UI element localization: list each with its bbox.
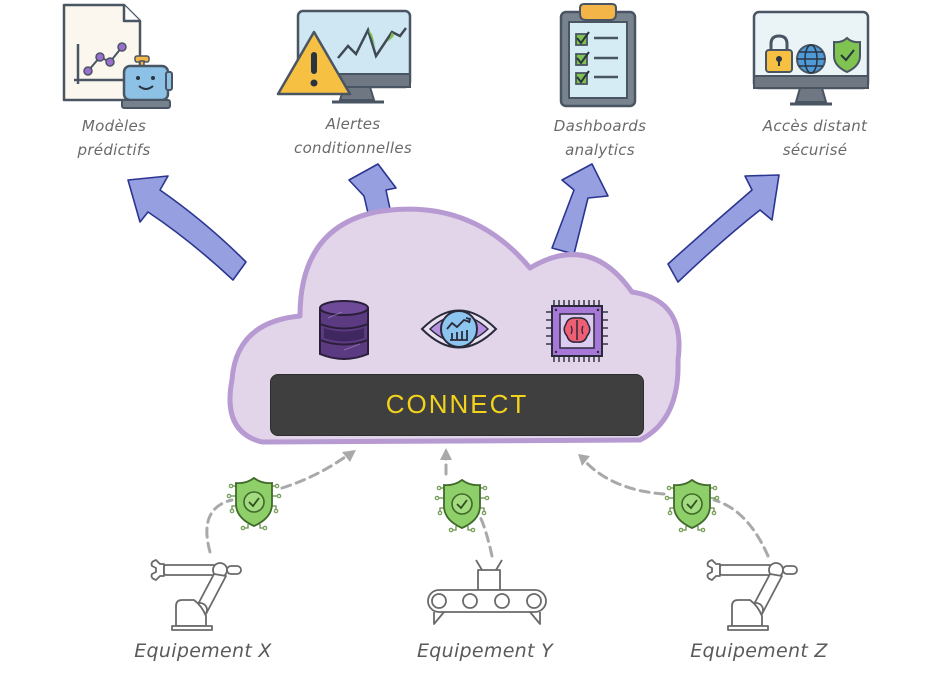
robot-arm-icon bbox=[150, 559, 242, 631]
monitor-warning-icon bbox=[276, 9, 412, 104]
cloud-icon-chip bbox=[544, 298, 610, 364]
output-dashboards bbox=[558, 2, 642, 110]
output-alerts bbox=[276, 8, 416, 108]
robot-arm-icon bbox=[706, 559, 798, 631]
connector-x bbox=[205, 450, 354, 554]
connector-z bbox=[580, 456, 770, 558]
arrow-to-dashboards bbox=[551, 163, 609, 255]
output-predictive bbox=[58, 2, 178, 110]
eye-analytics-icon bbox=[420, 309, 498, 349]
output-label-dashboards: Dashboards analytics bbox=[553, 117, 647, 159]
conveyor-belt-icon bbox=[427, 559, 547, 625]
shield-y bbox=[434, 478, 490, 534]
equipment-x bbox=[148, 556, 248, 634]
equipment-label-y: Equipement Y bbox=[416, 640, 554, 662]
equipment-y bbox=[424, 556, 550, 626]
shield-x bbox=[226, 476, 282, 532]
equipment-label-z: Equipement Z bbox=[690, 640, 828, 662]
cloud-icon-database bbox=[318, 300, 370, 362]
document-chart-robot-icon bbox=[62, 3, 173, 109]
output-label-remote: Accès distant sécurisé bbox=[762, 117, 868, 159]
connector-y-arrowhead bbox=[440, 448, 452, 460]
arrow-to-predictive bbox=[127, 175, 247, 281]
connector-x-arrowhead bbox=[342, 450, 356, 462]
monitor-lock-globe-shield-icon bbox=[752, 10, 870, 106]
connect-bar: CONNECT bbox=[270, 374, 644, 436]
output-label-predictive: Modèles prédictifs bbox=[77, 117, 151, 159]
output-label-alerts: Alertes conditionnelles bbox=[294, 115, 412, 157]
shield-check-circuit-icon bbox=[226, 476, 282, 531]
connect-brand: CONNECT bbox=[385, 389, 529, 419]
clipboard-checklist-icon bbox=[559, 3, 637, 108]
ai-chip-brain-icon bbox=[546, 300, 608, 362]
equipment-z bbox=[704, 556, 804, 634]
arrow-to-remote bbox=[667, 174, 780, 283]
equipment-label-x: Equipement X bbox=[134, 640, 272, 662]
database-icon bbox=[319, 300, 369, 360]
shield-check-circuit-icon bbox=[434, 478, 490, 533]
connector-z-arrowhead bbox=[578, 454, 590, 466]
cloud-icon-eye bbox=[420, 302, 498, 356]
shield-z bbox=[664, 478, 720, 534]
output-remote bbox=[752, 10, 872, 110]
shield-check-circuit-icon bbox=[664, 478, 720, 533]
